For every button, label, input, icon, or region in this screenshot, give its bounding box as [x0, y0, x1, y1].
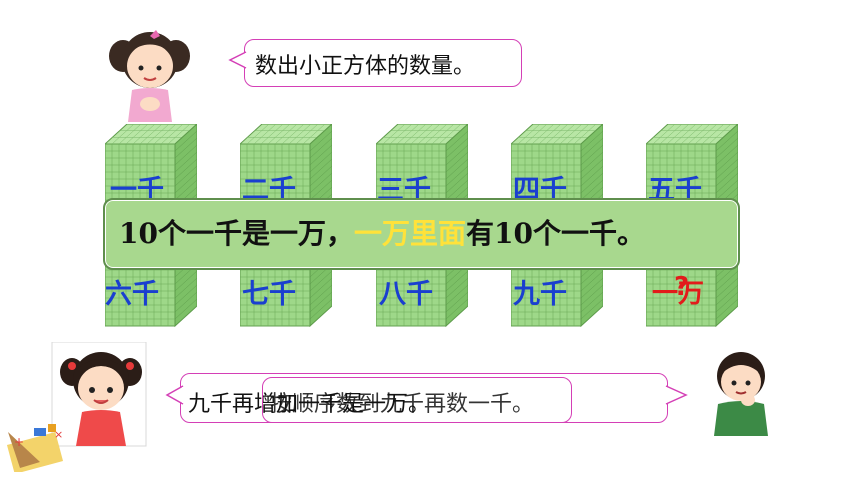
bottom-bubble-text-back: 九千再增加一千是一万。 [188, 392, 431, 417]
top-speech-bubble: 数出小正方体的数量。 [244, 39, 522, 87]
banner-part1: 10个一千是一万， [119, 217, 354, 250]
top-bubble-tail [228, 51, 248, 69]
svg-text:×: × [54, 428, 63, 441]
banner-part2: 有10个一千。 [465, 217, 645, 250]
bottom-bubble-tail-right [664, 385, 688, 405]
question-mark: ? [674, 272, 690, 302]
banner-highlight: 一万里面 [353, 217, 466, 250]
svg-text:+: + [14, 435, 24, 449]
banner-text: 10个一千是一万，一万里面有10个一千。 [119, 212, 645, 252]
block-1-bottom-label: 六千 [105, 279, 159, 310]
boy-character [708, 350, 774, 436]
block-5-bottom-label: 一万 [652, 279, 705, 309]
bottom-bubble-text-front: 按顺序数到九千再数一千。 [270, 392, 535, 417]
bottom-bubble-tail-left [165, 385, 185, 405]
block-4-bottom-label: 九千 [513, 279, 567, 310]
girl-character-bottom: + × [0, 341, 148, 474]
summary-banner: 10个一千是一万，一万里面有10个一千。 [103, 198, 740, 270]
block-3-bottom-label: 八千 [379, 279, 433, 310]
bottom-speech-bubble-front [262, 377, 572, 423]
block-2-bottom-label: 七千 [242, 279, 296, 310]
girl-character-top [98, 18, 198, 123]
top-bubble-text: 数出小正方体的数量。 [255, 54, 476, 79]
